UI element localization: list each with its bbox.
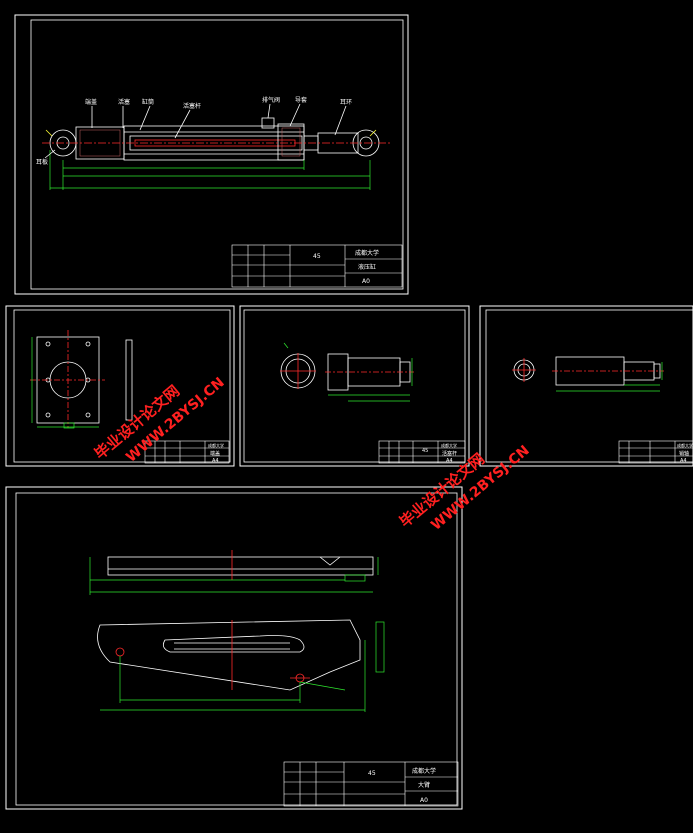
sheet-2-title-block: 成都大学 端盖 A4 bbox=[144, 440, 230, 464]
part-label: 导套 bbox=[295, 96, 307, 104]
sheet-1-assembly: 端盖 活塞 缸筒 活塞杆 排气阀 导套 耳环 耳板 45 成都大学 液压缸 A0 bbox=[14, 14, 409, 295]
part-label: 排气阀 bbox=[262, 96, 280, 104]
part-label: 缸筒 bbox=[142, 98, 154, 106]
drawing-title: 端盖 bbox=[210, 450, 220, 457]
drawing-title: 销轴 bbox=[679, 450, 689, 457]
scale-text: A4 bbox=[446, 458, 453, 464]
sheet-3-piston-rod: 45 成都大学 活塞杆 A4 bbox=[239, 305, 470, 467]
part-label: 耳环 bbox=[340, 99, 352, 106]
part-label: 耳板 bbox=[36, 158, 48, 166]
sheet-2-end-cover: 成都大学 端盖 A4 bbox=[5, 305, 235, 467]
sheet-4-pin-shaft: 成都大学 销轴 A4 bbox=[479, 305, 693, 467]
drawing-title: 大臂 bbox=[418, 781, 430, 789]
scale-text: A0 bbox=[362, 278, 370, 285]
company-text: 成都大学 bbox=[412, 767, 436, 775]
drawing-title: 活塞杆 bbox=[442, 450, 457, 457]
material-text: 45 bbox=[422, 448, 428, 454]
scale-text: A0 bbox=[420, 797, 428, 804]
sheet-5-large-arm: 45 成都大学 大臂 A0 bbox=[5, 486, 463, 810]
sheet-1-part-labels: 端盖 活塞 缸筒 活塞杆 排气阀 导套 耳环 耳板 bbox=[36, 96, 352, 166]
material-text: 45 bbox=[313, 253, 321, 260]
company-text: 成都大学 bbox=[441, 442, 457, 448]
sheet-4-title-block: 成都大学 销轴 A4 bbox=[618, 440, 693, 464]
company-text: 成都大学 bbox=[208, 442, 224, 448]
sheet-3-title-block: 45 成都大学 活塞杆 A4 bbox=[378, 440, 466, 464]
watermark-2: 毕业设计论文网 WWW.2BYSJ.CN bbox=[396, 443, 533, 534]
cylinder-assembly-view bbox=[42, 103, 390, 190]
material-text: 45 bbox=[368, 770, 376, 777]
company-text: 成都大学 bbox=[355, 249, 379, 257]
drawing-title: 液压缸 bbox=[358, 263, 376, 271]
part-label: 活塞 bbox=[118, 98, 130, 106]
watermark-1: 毕业设计论文网 WWW.2BYSJ.CN bbox=[91, 375, 228, 466]
part-label: 活塞杆 bbox=[183, 102, 201, 110]
scale-text: A4 bbox=[680, 458, 687, 464]
scale-text: A4 bbox=[212, 458, 219, 464]
sheet-1-title-block: 45 成都大学 液压缸 A0 bbox=[231, 244, 403, 288]
part-label: 端盖 bbox=[85, 98, 97, 106]
company-text: 成都大学 bbox=[677, 442, 693, 448]
sheet-5-title-block: 45 成都大学 大臂 A0 bbox=[283, 761, 459, 807]
